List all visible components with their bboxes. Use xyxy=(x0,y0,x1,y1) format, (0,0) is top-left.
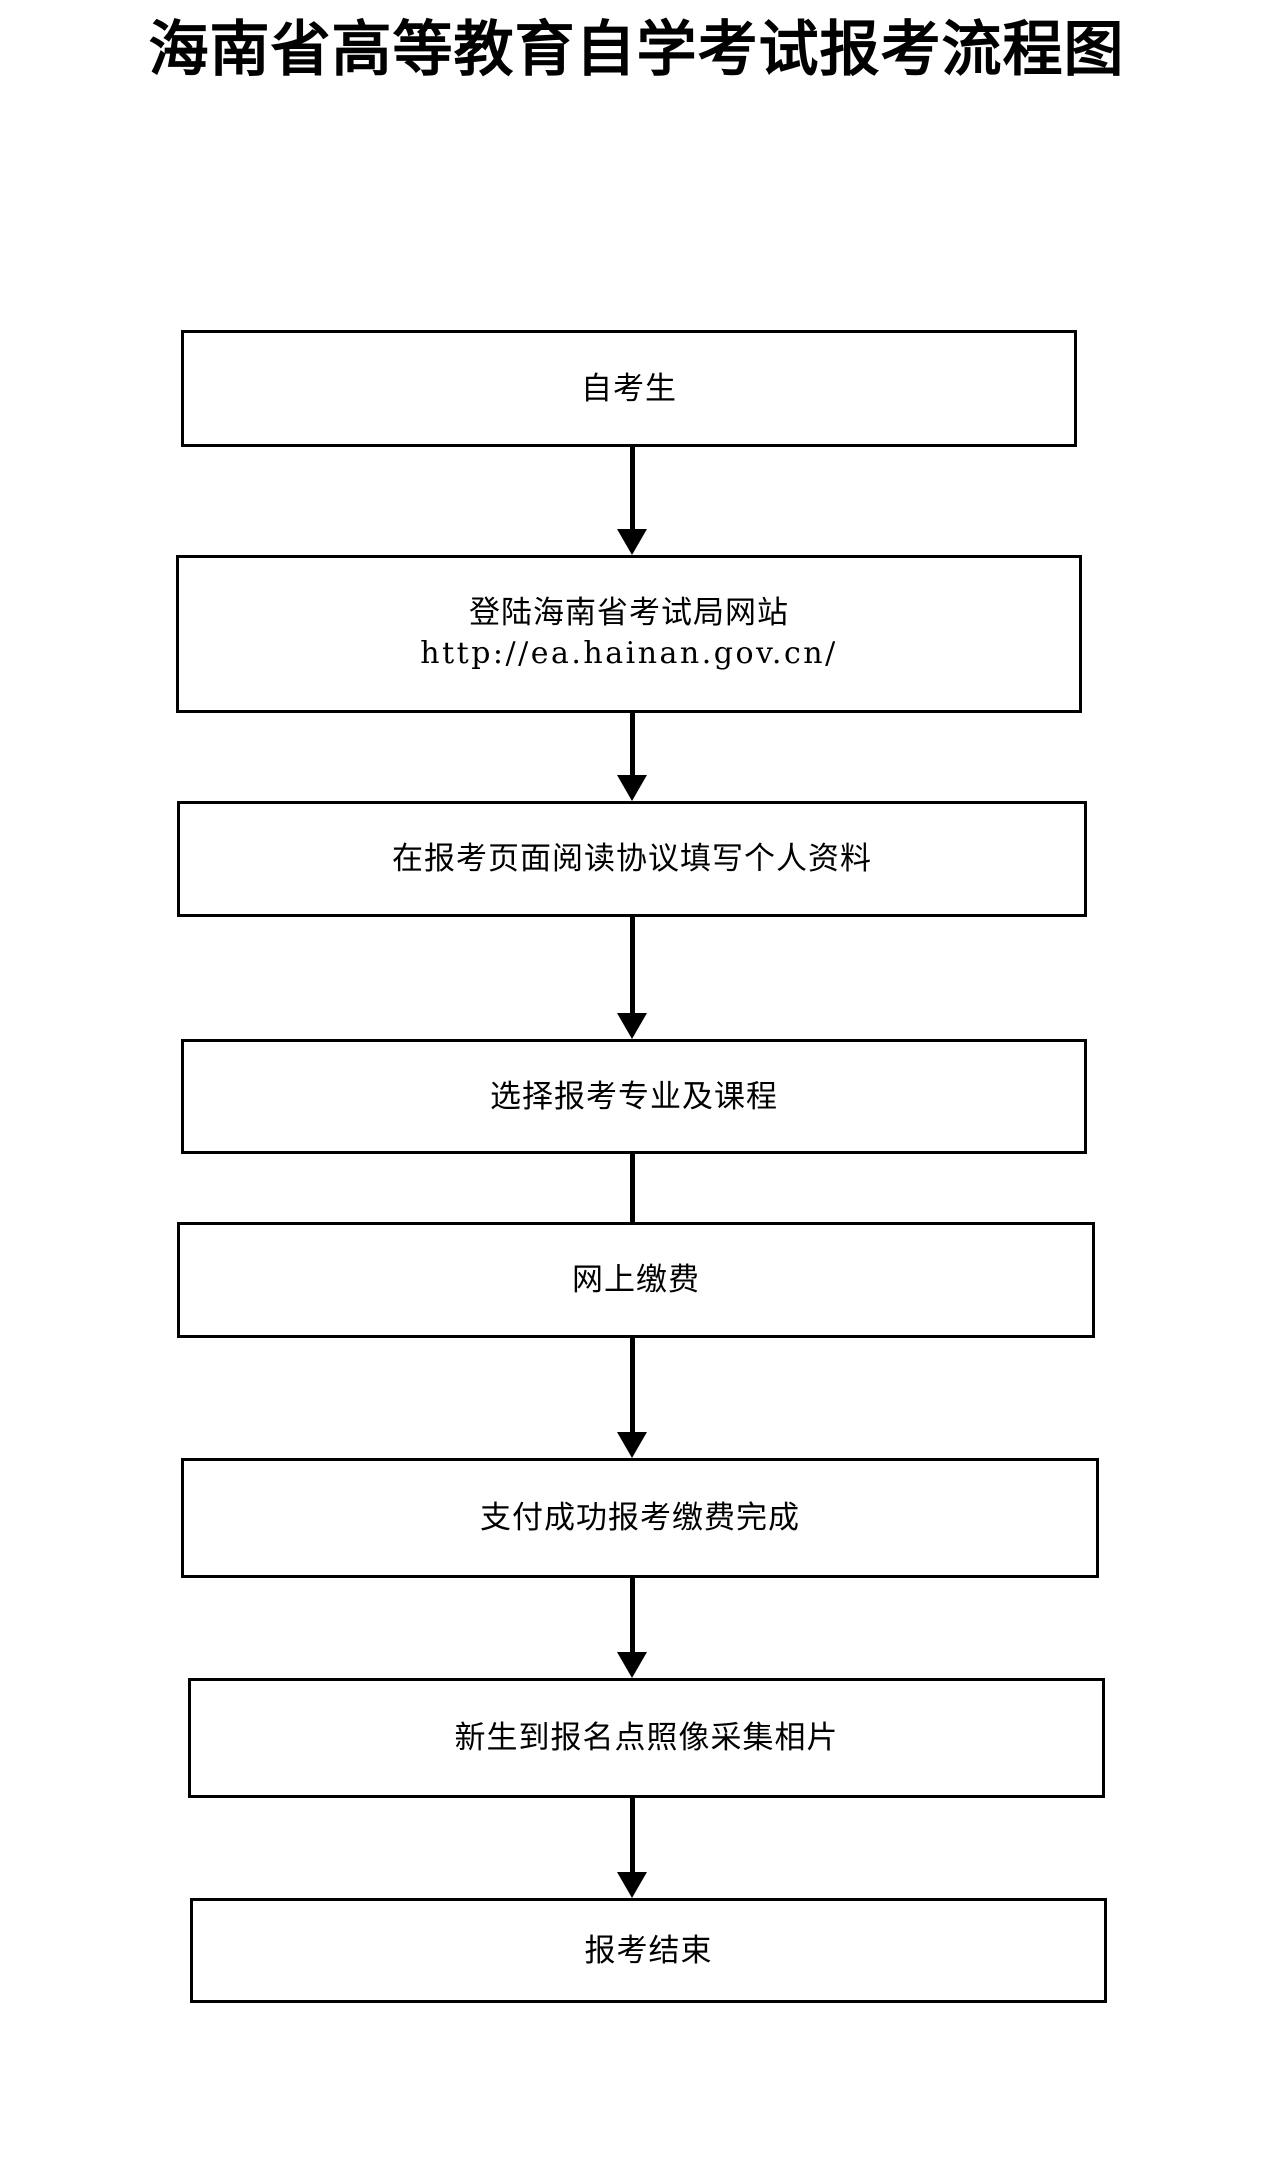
page-title: 海南省高等教育自学考试报考流程图 xyxy=(148,15,1125,85)
flow-node-8-label: 报考结束 xyxy=(584,1932,713,1969)
flow-node-8[interactable]: 报考结束 xyxy=(190,1898,1107,2003)
flow-node-7[interactable]: 新生到报名点照像采集相片 xyxy=(188,1678,1105,1798)
flow-node-6[interactable]: 支付成功报考缴费完成 xyxy=(181,1458,1099,1578)
flow-arrow-6-to-7 xyxy=(617,1578,647,1678)
flow-node-4-label: 选择报考专业及课程 xyxy=(490,1078,778,1115)
flow-node-5-label: 网上缴费 xyxy=(572,1262,700,1298)
flow-node-1[interactable]: 自考生 xyxy=(181,330,1077,447)
flow-arrow-1-to-2 xyxy=(617,447,647,555)
flow-arrow-3-to-4 xyxy=(617,917,647,1039)
flow-arrow-5-to-6 xyxy=(617,1338,647,1458)
flow-node-7-label: 新生到报名点照像采集相片 xyxy=(454,1720,839,1756)
flow-node-3[interactable]: 在报考页面阅读协议填写个人资料 xyxy=(177,801,1087,917)
flow-node-4[interactable]: 选择报考专业及课程 xyxy=(181,1039,1087,1154)
flow-node-2-label: 登陆海南省考试局网站 xyxy=(469,595,789,631)
flow-node-5[interactable]: 网上缴费 xyxy=(177,1222,1095,1338)
flow-arrow-2-to-3 xyxy=(617,713,647,801)
flow-node-2[interactable]: 登陆海南省考试局网站 http://ea.hainan.gov.cn/ xyxy=(176,555,1082,713)
flow-node-3-label: 在报考页面阅读协议填写个人资料 xyxy=(392,841,872,877)
flow-node-2-url[interactable]: http://ea.hainan.gov.cn/ xyxy=(420,636,838,671)
flow-node-1-label: 自考生 xyxy=(581,370,677,407)
flow-node-6-label: 支付成功报考缴费完成 xyxy=(480,1500,800,1536)
flow-arrow-7-to-8 xyxy=(617,1798,647,1898)
